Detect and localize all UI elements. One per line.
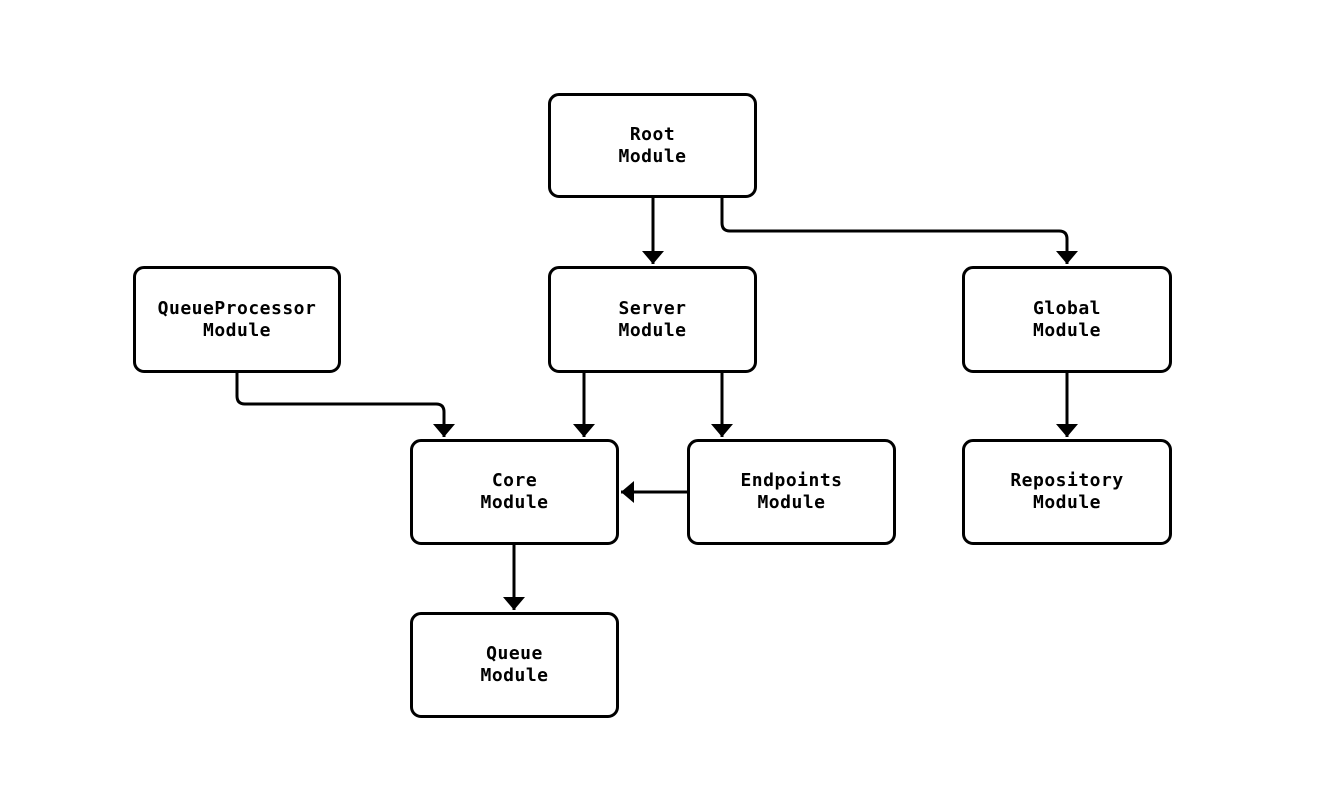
node-repository-module: Repository Module (962, 439, 1172, 545)
node-endpoints-module: Endpoints Module (687, 439, 896, 545)
node-core-module: Core Module (410, 439, 619, 545)
node-queue-module: Queue Module (410, 612, 619, 718)
node-label-core-module: Core Module (480, 470, 549, 513)
node-label-repository-module: Repository Module (1010, 470, 1124, 513)
edge-root-to-global (720, 198, 1078, 264)
node-label-global-module: Global Module (1032, 297, 1102, 341)
node-global-module: Global Module (962, 266, 1172, 373)
node-root-module: Root Module (548, 93, 757, 198)
edge-queueprocessor-to-core (235, 373, 455, 437)
node-label-queue-module: Queue Module (480, 643, 549, 686)
node-label-root-module: Root Module (618, 123, 687, 167)
node-label-endpoints-module: Endpoints Module (740, 470, 843, 513)
node-label-server-module: Server Module (618, 297, 687, 341)
node-queueprocessor-module: QueueProcessor Module (133, 266, 341, 373)
node-label-queueprocessor-module: QueueProcessor Module (157, 297, 317, 341)
node-server-module: Server Module (548, 266, 757, 373)
